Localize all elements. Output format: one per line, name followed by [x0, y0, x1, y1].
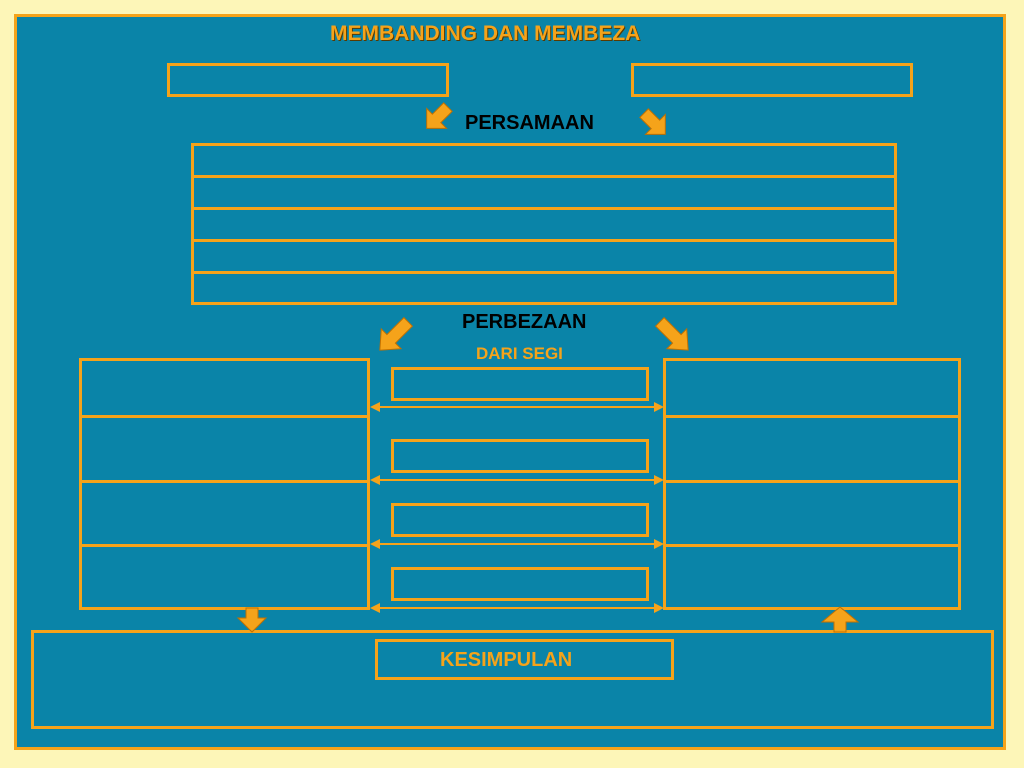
similarity-row: [191, 143, 897, 178]
aspect-box: [391, 503, 649, 537]
difference-b-cell: [663, 544, 961, 610]
similarity-heading: PERSAMAAN: [465, 112, 594, 134]
difference-b-cell: [663, 415, 961, 483]
difference-a-cell: [79, 358, 370, 418]
aspect-box: [391, 439, 649, 473]
item-b-box: [631, 63, 913, 97]
similarity-row: [191, 207, 897, 242]
similarity-row: [191, 175, 897, 210]
item-a-box: [167, 63, 449, 97]
conclusion-heading: KESIMPULAN: [440, 649, 573, 671]
difference-b-cell: [663, 358, 961, 418]
difference-a-cell: [79, 480, 370, 547]
aspect-box: [391, 367, 649, 401]
difference-a-cell: [79, 415, 370, 483]
difference-a-cell: [79, 544, 370, 610]
aspect-box: [391, 567, 649, 601]
difference-b-cell: [663, 480, 961, 547]
difference-heading: PERBEZAAN: [462, 311, 587, 333]
similarity-row: [191, 239, 897, 274]
conclusion-box: [31, 630, 994, 729]
conclusion-label-box: [375, 639, 674, 680]
similarity-row: [191, 271, 897, 305]
aspect-heading: DARI SEGI: [476, 344, 563, 363]
diagram-title: MEMBANDING DAN MEMBEZA: [330, 22, 641, 45]
